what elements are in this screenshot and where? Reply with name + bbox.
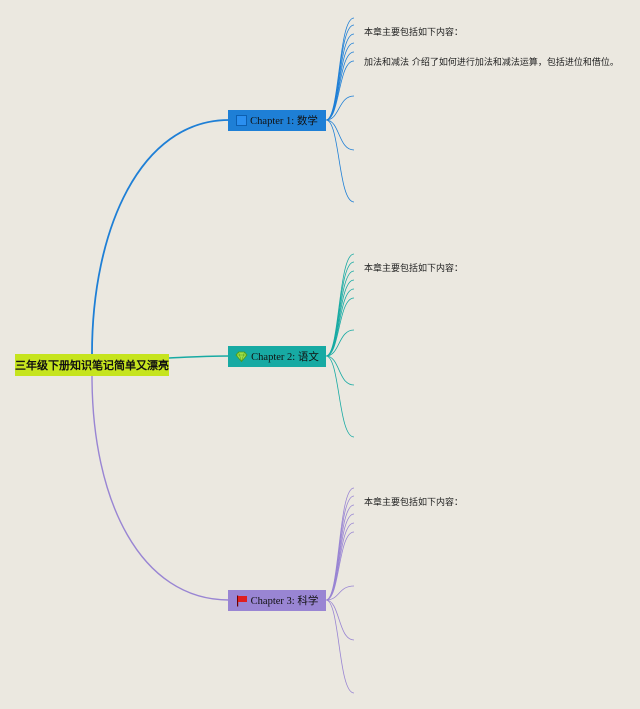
chapter-1-branch-8 <box>325 119 355 151</box>
root-topic[interactable]: 三年级下册知识笔记简单又漂亮 <box>15 354 169 376</box>
chapter-2-label: Chapter 2: 语文 <box>251 352 319 363</box>
chapter-2-branch-7 <box>325 329 355 357</box>
chapter-1-label: Chapter 1: 数学 <box>250 116 318 127</box>
chapter-3-branch-9 <box>325 599 355 694</box>
connector-root-chapter-2 <box>168 355 230 359</box>
chapter-1-branch-7 <box>325 95 355 121</box>
chapter-1-note-1: 本章主要包括如下内容： <box>364 28 464 38</box>
chapter-3-label: Chapter 3: 科学 <box>250 596 319 607</box>
gem-icon <box>235 351 248 363</box>
chapter-1-branch-9 <box>325 119 355 203</box>
chapter-2-branch-8 <box>325 355 355 386</box>
root-topic-label: 三年级下册知识笔记简单又漂亮 <box>15 359 169 372</box>
chapter-2-node[interactable]: Chapter 2: 语文 <box>228 346 326 367</box>
connector-root-chapter-3 <box>91 375 230 601</box>
chapter-2-branch-6 <box>325 297 355 357</box>
chapter-3-branch-8 <box>325 599 355 641</box>
chapter-3-note-1: 本章主要包括如下内容： <box>364 498 464 508</box>
chapter-3-branch-7 <box>325 585 355 601</box>
chapter-1-note-2: 加法和减法 介绍了如何进行加法和减法运算，包括进位和借位。 <box>364 58 619 68</box>
chapter-3-node[interactable]: Chapter 3: 科学 <box>228 590 326 611</box>
chapter-2-branch-9 <box>325 355 355 438</box>
red-flag-icon <box>236 595 248 607</box>
chapter-1-branch-6 <box>325 60 355 121</box>
blue-square-icon <box>236 115 248 126</box>
chapter-2-note-1: 本章主要包括如下内容： <box>364 264 464 274</box>
chapter-1-node[interactable]: Chapter 1: 数学 <box>228 110 326 131</box>
connector-root-chapter-1 <box>91 119 230 355</box>
chapter-3-branch-6 <box>325 531 355 601</box>
